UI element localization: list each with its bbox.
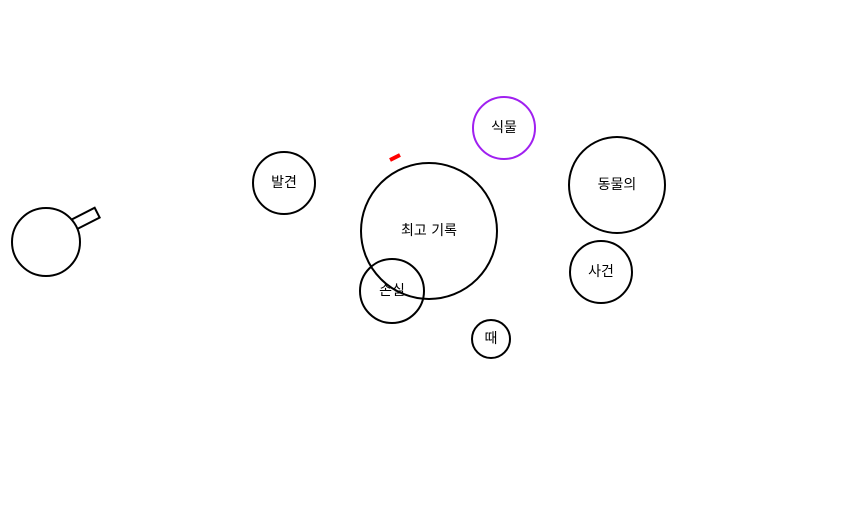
- node-time-label: 때: [485, 331, 498, 347]
- node-plant-circle: [472, 96, 536, 160]
- node-animal[interactable]: 동물의: [568, 136, 666, 234]
- node-loss-label: 손실: [379, 283, 405, 299]
- node-animal-circle: [568, 136, 666, 234]
- node-discovery[interactable]: 발견: [252, 151, 316, 215]
- node-loss[interactable]: 손실: [359, 258, 425, 324]
- node-animal-label: 동물의: [598, 177, 637, 193]
- node-event[interactable]: 사건: [569, 240, 633, 304]
- node-discovery-label: 발견: [271, 175, 297, 191]
- camera-tool-icon[interactable]: [11, 206, 101, 277]
- node-discovery-circle: [252, 151, 316, 215]
- node-center-label: 최고 기록: [401, 223, 457, 239]
- node-plant[interactable]: 식물: [472, 96, 536, 160]
- node-event-label: 사건: [588, 264, 614, 280]
- node-time-circle: [471, 319, 511, 359]
- node-loss-circle: [359, 258, 425, 324]
- node-event-circle: [569, 240, 633, 304]
- node-plant-label: 식물: [491, 120, 517, 136]
- camera-body: [11, 207, 81, 277]
- red-marker: [389, 153, 401, 162]
- node-center-circle: [360, 162, 498, 300]
- node-center[interactable]: 최고 기록: [360, 162, 498, 300]
- node-time[interactable]: 때: [471, 319, 511, 359]
